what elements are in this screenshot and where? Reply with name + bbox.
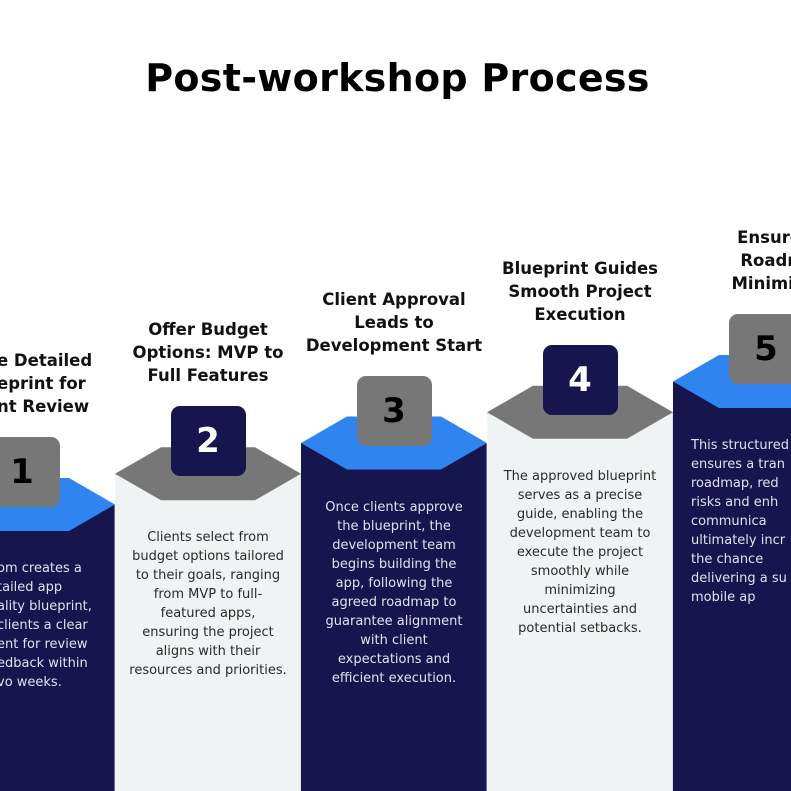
step-description-line: smoothly while — [530, 563, 630, 579]
step-description-line: budget options tailored — [132, 549, 284, 565]
step-number: 5 — [754, 329, 778, 369]
step-description-line: app, following the — [335, 575, 453, 591]
step-description-line: agreed roadmap to — [331, 594, 457, 610]
step-heading-line: Full Features — [147, 366, 269, 386]
step-description-2: Clients select from budget options tailor… — [122, 528, 294, 680]
step-description-line: minimizing — [544, 582, 616, 598]
step-description-line: expectations and — [337, 651, 451, 667]
step-number: 4 — [568, 359, 592, 400]
step-description-line: vo weeks. — [0, 675, 62, 690]
step-description-line: om creates a — [0, 561, 82, 576]
step-description-line: guarantee alignment — [325, 613, 463, 629]
step-heading-line: Leads to — [354, 312, 434, 332]
step-description-line: serves as a precise — [517, 487, 643, 503]
step-description-line: ality blueprint, — [0, 599, 92, 614]
step-description-line: ensures a tran — [691, 457, 785, 472]
step-number-badge-3: 3 — [356, 375, 432, 446]
step-description-4: The approved blueprint serves as a precis… — [494, 467, 666, 638]
step-description-line: communica — [691, 514, 767, 529]
step-column-1 — [0, 504, 115, 791]
step-description-line: aligns with their — [155, 644, 261, 660]
step-heading-line: Roadma — [740, 251, 791, 270]
step-column-3 — [301, 443, 487, 791]
step-number: 3 — [382, 390, 406, 431]
step-description-line: potential setbacks. — [518, 620, 642, 636]
step-heading-line: Ensure C — [737, 228, 791, 247]
step-description-line: edback within — [0, 656, 88, 671]
step-description-line: the chance — [691, 552, 764, 567]
step-heading-line: eprint for — [0, 374, 86, 393]
step-column-2 — [115, 473, 301, 791]
step-description-line: featured apps, — [160, 606, 256, 622]
step-number-badge-1: 1 — [0, 437, 60, 507]
step-column-4 — [487, 412, 673, 791]
step-description-line: The approved blueprint — [503, 468, 657, 484]
step-description-line: risks and enh — [691, 495, 779, 510]
step-heading-line: Options: MVP to — [132, 343, 284, 363]
step-heading-line: Execution — [534, 304, 626, 324]
step-description-line: the blueprint, the — [337, 518, 451, 534]
step-description-3: Once clients approve the blueprint, the de… — [308, 498, 480, 688]
step-description-line: uncertainties and — [523, 601, 637, 617]
step-heading-line: Minimizes — [731, 274, 791, 293]
step-description-line: delivering a su — [691, 571, 787, 586]
step-description-line: ultimately incr — [691, 533, 786, 548]
step-description-line: development team — [332, 537, 456, 553]
step-number-badge-4: 4 — [542, 344, 618, 415]
step-description-line: Once clients approve — [325, 499, 463, 515]
step-number: 1 — [10, 452, 34, 492]
step-heading-line: e Detailed — [0, 351, 93, 370]
step-heading-line: Blueprint Guides — [502, 258, 658, 278]
step-heading-line: Offer Budget — [148, 320, 268, 340]
step-number-badge-5: 5 — [728, 314, 791, 384]
step-heading-line: Smooth Project — [508, 281, 652, 301]
step-heading-line: nt Review — [0, 397, 90, 416]
step-description-line: Clients select from — [147, 530, 269, 546]
step-heading-1: e Detailed eprint for nt Review — [0, 349, 117, 418]
step-description-line: development team to — [509, 525, 651, 541]
step-description-line: guide, enabling the — [516, 506, 644, 522]
step-heading-line: Client Approval — [322, 289, 466, 309]
step-description-line: mobile ap — [691, 590, 756, 605]
step-number: 2 — [196, 421, 220, 462]
step-description-line: with client — [360, 632, 428, 648]
step-description-line: resources and priorities. — [129, 663, 287, 679]
step-description-line: ensuring the project — [142, 625, 274, 641]
step-description-line: This structured — [691, 438, 789, 453]
step-description-line: efficient execution. — [331, 670, 457, 686]
step-description-line: roadmap, red — [691, 476, 779, 491]
page-title: Post-workshop Process — [145, 56, 650, 100]
step-description-line: clients a clear — [0, 618, 88, 633]
step-description-line: tailed app — [0, 580, 63, 595]
step-number-badge-2: 2 — [170, 406, 246, 477]
step-description-5: This structured ensures a tran roadmap, re… — [691, 436, 791, 607]
step-description-line: ent for review — [0, 637, 88, 652]
step-heading-5: Ensure C RoadmaMinimizes — [663, 226, 791, 295]
step-heading-line: Development Start — [305, 335, 483, 355]
step-column-5 — [673, 381, 791, 791]
step-description-line: to their goals, ranging — [135, 568, 281, 584]
step-description-1: om creates a tailed app ality blueprint, cl… — [0, 559, 117, 692]
step-description-line: execute the project — [516, 544, 644, 560]
step-description-line: begins building the — [331, 556, 457, 572]
step-description-line: from MVP to full- — [153, 587, 263, 603]
